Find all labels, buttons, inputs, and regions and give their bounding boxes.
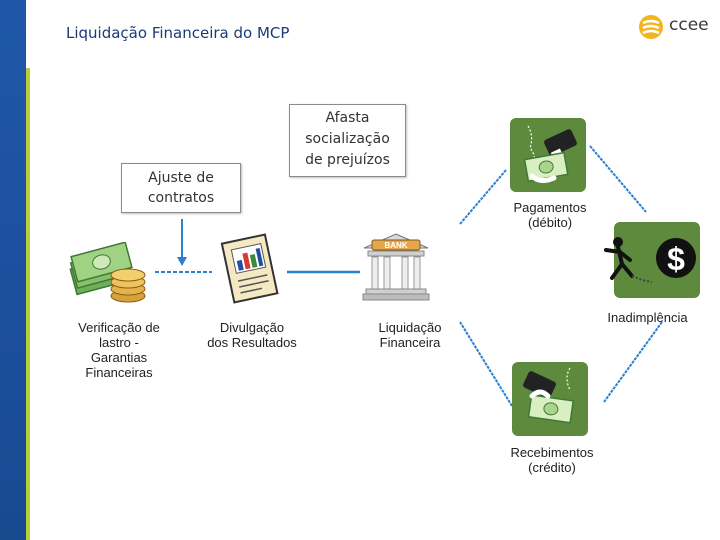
verification-line-3: Garantias — [90, 350, 148, 365]
disclosure-label: Divulgação dos Resultados — [196, 320, 308, 350]
settlement-line-1: Liquidação — [378, 320, 442, 335]
settlement-label: Liquidação Financeira — [360, 320, 460, 350]
ccee-logo-icon — [639, 15, 663, 39]
verification-line-4: Financeiras — [85, 365, 153, 380]
connector-pag-inad — [589, 145, 647, 213]
default-label: Inadimplência — [595, 310, 700, 325]
sidebar-band — [0, 0, 26, 540]
arrow-ajuste-head — [177, 257, 187, 266]
verification-line-2: lastro - — [99, 335, 139, 350]
settlement-line-2: Financeira — [379, 335, 441, 350]
receipts-line-2: (crédito) — [528, 460, 576, 475]
payment-handshake-icon — [510, 118, 586, 192]
loss-sharing-line-3: de prejuízos — [305, 152, 390, 168]
connector-rec-liq — [459, 321, 513, 407]
runaway-dollar-icon: $ — [604, 222, 700, 298]
loss-sharing-box: Afasta socialização de prejuízos — [289, 104, 406, 177]
logo-text: ccee — [669, 15, 709, 35]
sidebar-accent-stripe — [26, 68, 30, 540]
loss-sharing-line-1: Afasta — [325, 110, 370, 126]
bank-sign — [371, 239, 421, 251]
report-document-icon — [220, 233, 279, 304]
adjustment-line-2: contratos — [147, 190, 215, 206]
payments-line-2: (débito) — [527, 215, 573, 230]
verification-line-1: Verificação de — [78, 320, 160, 335]
bank-building-icon: BANK — [362, 233, 430, 301]
receipt-handshake-icon — [512, 362, 588, 436]
default-line-1: Inadimplência — [607, 310, 688, 325]
connector-inad-rec — [603, 321, 663, 403]
receipts-line-1: Recebimentos — [510, 445, 594, 460]
receipts-label: Recebimentos (crédito) — [500, 445, 604, 475]
payments-line-1: Pagamentos — [513, 200, 587, 215]
adjustment-line-1: Ajuste de — [148, 170, 214, 186]
loss-sharing-line-2: socialização — [305, 131, 390, 147]
disclosure-line-2: dos Resultados — [207, 335, 297, 350]
payments-label: Pagamentos (débito) — [498, 200, 602, 230]
svg-text:$: $ — [667, 241, 685, 277]
cash-coins-icon — [69, 242, 146, 303]
page-title: Liquidação Financeira do MCP — [66, 24, 290, 42]
adjustment-box: Ajuste de contratos — [121, 163, 241, 213]
disclosure-line-1: Divulgação — [219, 320, 285, 335]
bank-sign-text: BANK — [384, 241, 407, 250]
verification-label: Verificação de lastro - Garantias Financ… — [60, 320, 178, 380]
ccee-logo: ccee — [637, 12, 717, 42]
